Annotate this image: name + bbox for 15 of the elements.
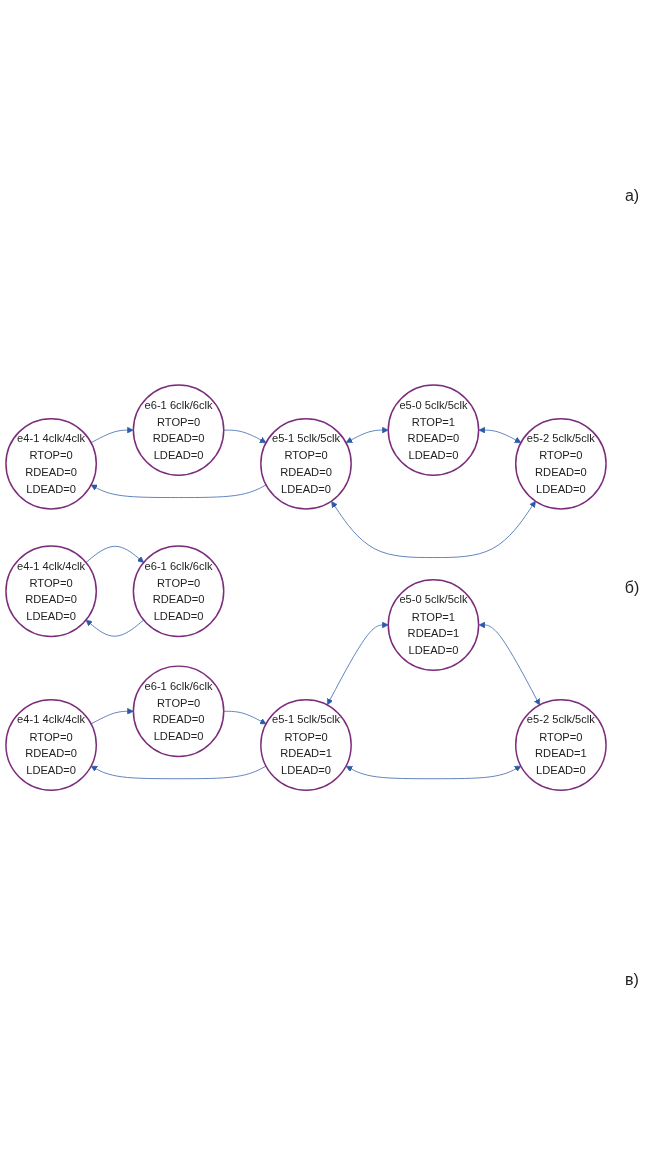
panel-caption: в) [625, 971, 639, 989]
node-circle: e5-1 5clk/5clk RTOP=0 RDEAD=1 LDEAD=0 [260, 699, 352, 792]
node-circle: e5-0 5clk/5clk RTOP=1 RDEAD=0 LDEAD=0 [387, 384, 480, 477]
node-circle: e5-2 5clk/5clk RTOP=0 RDEAD=1 LDEAD=0 [515, 699, 607, 792]
node-circle: e6-1 6clk/6clk RTOP=0 RDEAD=0 LDEAD=0 [132, 545, 225, 638]
node-circle: e5-2 5clk/5clk RTOP=0 RDEAD=0 LDEAD=0 [515, 418, 607, 511]
node-circle: e5-1 5clk/5clk RTOP=0 RDEAD=0 LDEAD=0 [260, 418, 352, 511]
node-circle: e6-1 6clk/6clk RTOP=0 RDEAD=0 LDEAD=0 [132, 384, 225, 477]
node-circle: e5-0 5clk/5clk RTOP=1 RDEAD=1 LDEAD=0 [387, 579, 480, 672]
node-circle: e4-1 4clk/4clk RTOP=0 RDEAD=0 LDEAD=0 [5, 545, 97, 638]
panel-caption: a) [624, 187, 640, 205]
panel-caption: б) [624, 579, 640, 597]
node-circle: e4-1 4clk/4clk RTOP=0 RDEAD=0 LDEAD=0 [5, 699, 97, 792]
node-circle: e6-1 6clk/6clk RTOP=0 RDEAD=0 LDEAD=0 [132, 665, 225, 758]
node-circle: e4-1 4clk/4clk RTOP=0 RDEAD=0 LDEAD=0 [5, 418, 97, 511]
